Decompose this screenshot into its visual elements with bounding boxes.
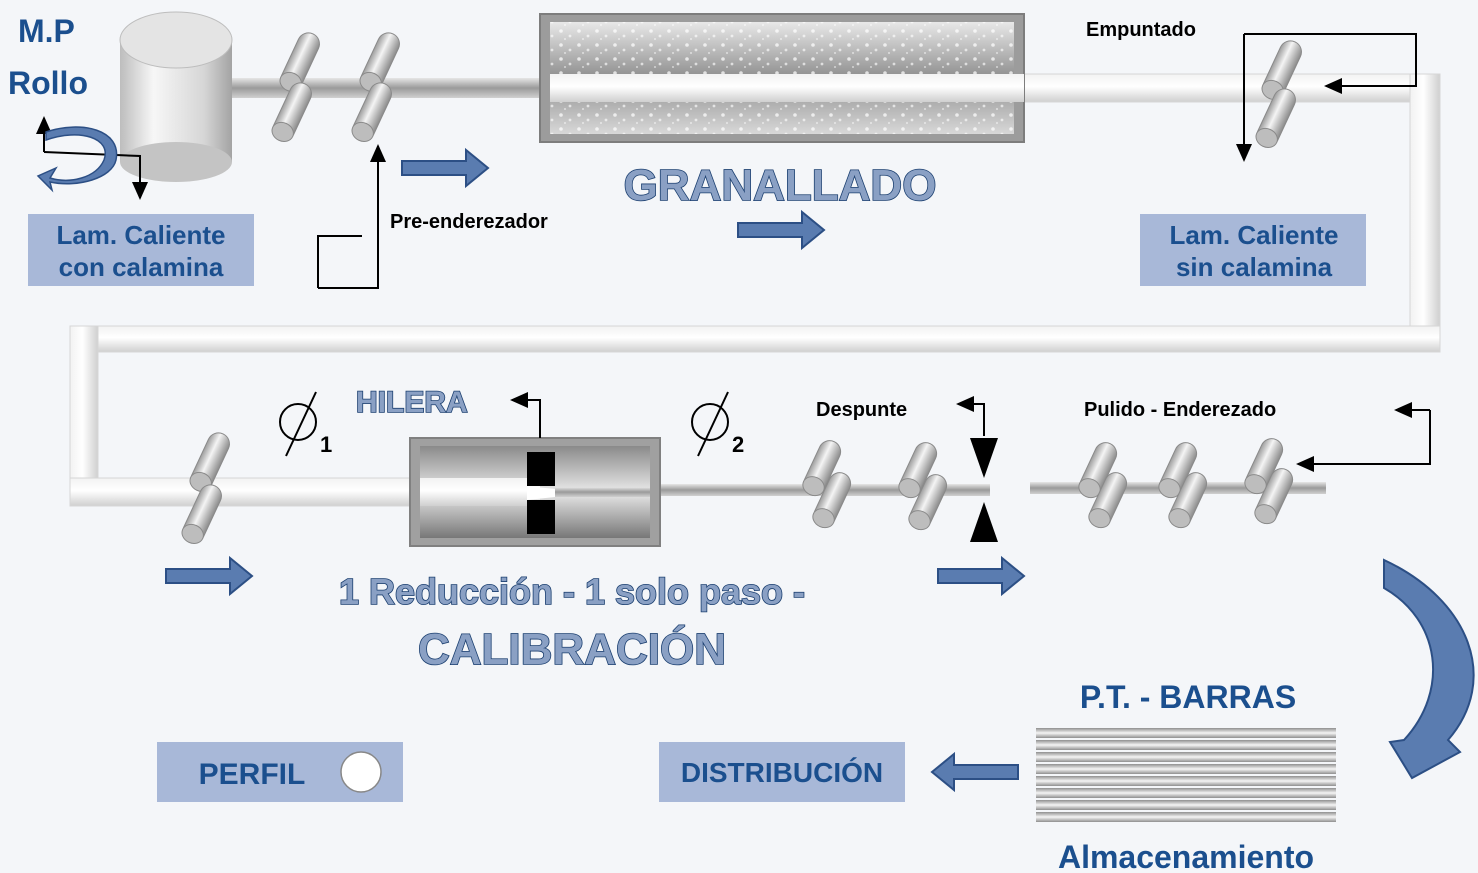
unwind-arrow-icon xyxy=(36,116,148,200)
diameter-2-symbol: 2 xyxy=(691,391,744,457)
distribucion-label: DISTRIBUCIÓN xyxy=(681,757,883,788)
drawing-die-icon xyxy=(409,437,661,547)
bar-icon xyxy=(1036,752,1336,762)
roller-icon xyxy=(1168,472,1208,529)
bar-icon xyxy=(1036,812,1336,822)
bar-icon xyxy=(1036,740,1336,750)
roller-icon xyxy=(1158,442,1198,499)
distribucion-box xyxy=(659,742,905,802)
diameter-2-label: 2 xyxy=(732,432,744,457)
roller-icon xyxy=(1244,438,1284,495)
pulido-enderezado-label: Pulido - Enderezado xyxy=(1084,399,1276,421)
bar-stack-icon xyxy=(1036,728,1336,822)
cutter-blades-icon xyxy=(970,438,998,542)
bar-icon xyxy=(1036,788,1336,798)
roller-icon xyxy=(908,474,948,531)
bar-icon xyxy=(1036,728,1336,738)
diameter-1-symbol: 1 xyxy=(279,391,332,457)
coil-drum-icon xyxy=(119,11,233,182)
process-arrow-icon xyxy=(401,147,490,189)
roller-icon xyxy=(1088,472,1128,529)
lam-sin-calamina-box xyxy=(1140,214,1366,286)
round-profile-icon xyxy=(340,751,382,793)
process-arrows xyxy=(165,147,1026,793)
curved-arrow-icon xyxy=(1383,558,1475,780)
roller-icon xyxy=(1254,468,1294,525)
process-arrow-icon xyxy=(165,555,254,597)
calibracion-label: CALIBRACIÓN xyxy=(418,624,726,674)
lam-sin-calamina-line1: Lam. Caliente xyxy=(1169,220,1338,250)
pt-barras-label: P.T. - BARRAS xyxy=(1080,679,1296,715)
connector-lines xyxy=(317,33,1431,472)
empuntado-label: Empuntado xyxy=(1086,19,1196,41)
roller-icon xyxy=(898,442,938,499)
lam-con-calamina-line2: con calamina xyxy=(59,252,224,282)
roller-icon xyxy=(1255,88,1296,148)
granallado-label: GRANALLADO xyxy=(624,161,937,210)
bar-icon xyxy=(1036,764,1336,774)
bar-icon xyxy=(1036,776,1336,786)
reduccion-label: 1 Reducción - 1 solo paso - xyxy=(339,571,805,612)
rollo-label: Rollo xyxy=(8,65,88,101)
diameter-1-label: 1 xyxy=(320,432,332,457)
despunte-label: Despunte xyxy=(816,399,907,421)
roller-icon xyxy=(271,82,312,142)
perfil-label: PERFIL xyxy=(199,758,306,791)
process-arrow-icon xyxy=(737,209,826,251)
bar-icon xyxy=(1036,800,1336,810)
almacenamiento-label: Almacenamiento xyxy=(1058,839,1314,873)
roller-icon xyxy=(181,484,222,544)
lam-con-calamina-line1: Lam. Caliente xyxy=(56,220,225,250)
lam-sin-calamina-line2: sin calamina xyxy=(1176,252,1333,282)
roller-icon xyxy=(812,472,852,529)
shot-blast-chamber-icon xyxy=(539,13,1025,143)
lam-con-calamina-box xyxy=(28,214,254,286)
roller-icon xyxy=(802,440,842,497)
mp-label: M.P xyxy=(18,13,75,49)
process-arrow-icon xyxy=(930,751,1019,793)
process-arrow-icon xyxy=(937,555,1026,597)
roller-set xyxy=(181,32,1302,544)
pre-enderezador-label: Pre-enderezador xyxy=(390,211,548,233)
hilera-label: HILERA xyxy=(356,386,468,419)
